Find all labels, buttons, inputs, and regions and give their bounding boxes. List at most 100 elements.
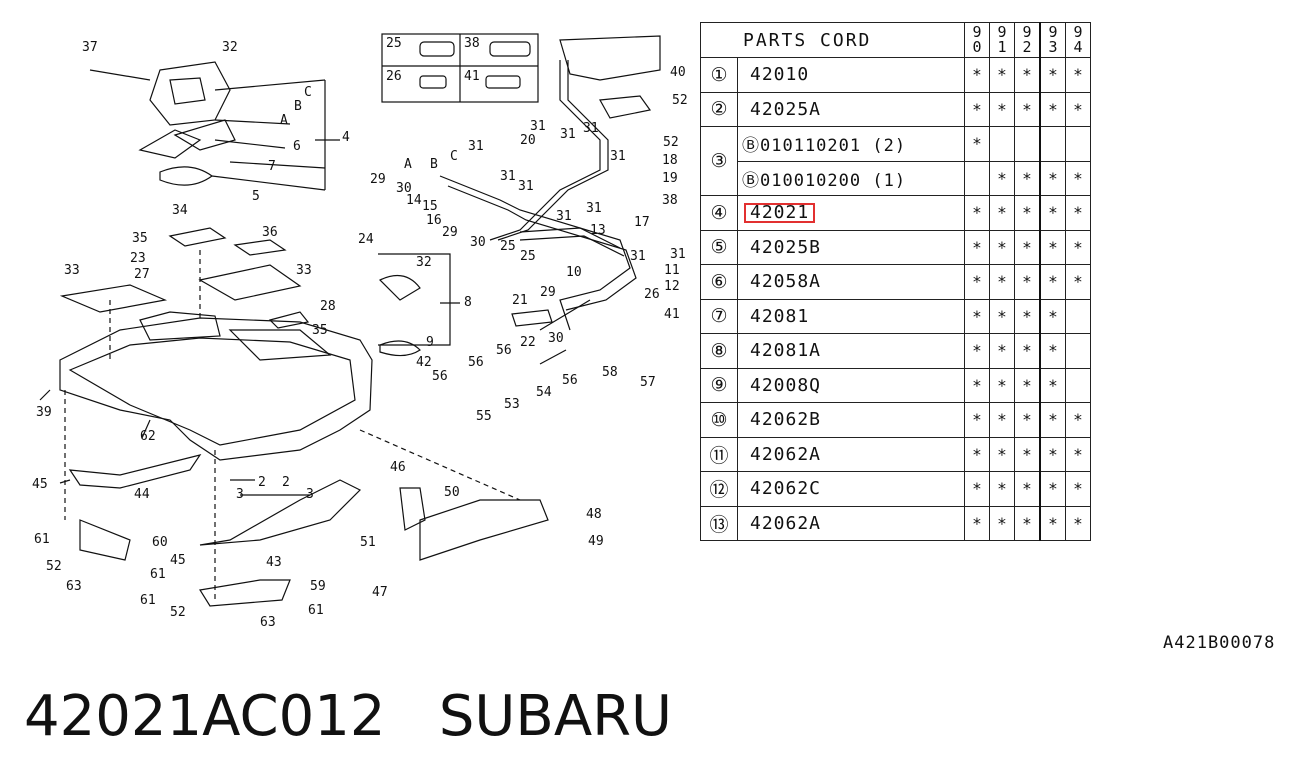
svg-text:61: 61 xyxy=(34,532,50,547)
year-mark xyxy=(1065,298,1091,334)
year-mark xyxy=(1065,126,1091,162)
svg-text:19: 19 xyxy=(662,171,678,186)
part-code: 42081 xyxy=(737,298,965,334)
table-title: PARTS CORD xyxy=(700,22,965,58)
svg-text:31: 31 xyxy=(630,249,646,264)
svg-text:49: 49 xyxy=(588,534,604,549)
year-mark: * xyxy=(989,57,1015,93)
svg-text:33: 33 xyxy=(296,263,312,278)
svg-text:52: 52 xyxy=(170,605,186,620)
row-index: ③ xyxy=(700,126,738,196)
part-code: Ⓑ010110201 (2) xyxy=(737,126,965,162)
svg-text:63: 63 xyxy=(66,579,82,594)
svg-text:33: 33 xyxy=(64,263,80,278)
year-mark: * xyxy=(1014,91,1041,127)
svg-text:61: 61 xyxy=(308,603,324,618)
year-mark: * xyxy=(1014,160,1041,196)
svg-text:53: 53 xyxy=(504,397,520,412)
year-mark: * xyxy=(989,333,1015,369)
part-code: 42010 xyxy=(737,57,965,93)
year-mark: * xyxy=(964,195,990,231)
part-code: 42062C xyxy=(737,471,965,507)
svg-text:38: 38 xyxy=(662,193,678,208)
year-mark: * xyxy=(1039,333,1066,369)
svg-text:31: 31 xyxy=(610,149,626,164)
svg-text:6: 6 xyxy=(293,139,301,154)
svg-text:50: 50 xyxy=(444,485,460,500)
svg-text:8: 8 xyxy=(464,295,472,310)
year-mark: * xyxy=(1039,160,1066,196)
svg-text:47: 47 xyxy=(372,585,388,600)
svg-text:38: 38 xyxy=(464,36,480,51)
svg-text:41: 41 xyxy=(464,69,480,84)
svg-text:29: 29 xyxy=(540,285,556,300)
part-code: 42062B xyxy=(737,402,965,438)
svg-text:56: 56 xyxy=(468,355,484,370)
svg-text:61: 61 xyxy=(150,567,166,582)
year-mark: * xyxy=(1065,160,1091,196)
svg-text:A: A xyxy=(404,157,412,172)
svg-text:23: 23 xyxy=(130,251,146,266)
year-mark: * xyxy=(964,367,990,403)
year-mark: * xyxy=(1014,298,1041,334)
part-code: 42025B xyxy=(737,229,965,265)
year-mark: * xyxy=(1065,195,1091,231)
year-mark: * xyxy=(964,298,990,334)
year-mark: * xyxy=(964,505,990,541)
svg-text:3: 3 xyxy=(236,487,244,502)
year-mark: * xyxy=(964,333,990,369)
year-mark: * xyxy=(1065,57,1091,93)
year-mark: * xyxy=(989,195,1015,231)
year-mark xyxy=(1065,333,1091,369)
svg-text:63: 63 xyxy=(260,615,276,630)
row-index: ⑨ xyxy=(700,367,738,403)
year-mark: * xyxy=(1065,505,1091,541)
year-mark: * xyxy=(1014,505,1041,541)
year-mark: * xyxy=(1039,367,1066,403)
svg-text:14: 14 xyxy=(406,193,422,208)
year-mark: * xyxy=(1014,264,1041,300)
svg-text:31: 31 xyxy=(560,127,576,142)
svg-text:5: 5 xyxy=(252,189,260,204)
svg-text:30: 30 xyxy=(396,181,412,196)
svg-text:25: 25 xyxy=(386,36,402,51)
svg-text:18: 18 xyxy=(662,153,678,168)
svg-text:3: 3 xyxy=(306,487,314,502)
year-mark: * xyxy=(1014,333,1041,369)
svg-text:35: 35 xyxy=(132,231,148,246)
svg-text:31: 31 xyxy=(500,169,516,184)
year-mark: * xyxy=(989,298,1015,334)
svg-text:37: 37 xyxy=(82,40,98,55)
year-mark: * xyxy=(989,471,1015,507)
row-index: ④ xyxy=(700,195,738,231)
year-mark: * xyxy=(1014,471,1041,507)
svg-text:55: 55 xyxy=(476,409,492,424)
row-index: ⑧ xyxy=(700,333,738,369)
svg-text:25: 25 xyxy=(520,249,536,264)
svg-text:B: B xyxy=(430,157,438,172)
year-mark: * xyxy=(1039,91,1066,127)
year-mark: * xyxy=(964,471,990,507)
year-mark: * xyxy=(1039,229,1066,265)
svg-text:17: 17 xyxy=(634,215,650,230)
svg-text:56: 56 xyxy=(432,369,448,384)
svg-text:52: 52 xyxy=(672,93,688,108)
svg-text:13: 13 xyxy=(590,223,606,238)
svg-text:2: 2 xyxy=(282,475,290,490)
year-mark: * xyxy=(1065,264,1091,300)
part-code: 42081A xyxy=(737,333,965,369)
part-code: 42062A xyxy=(737,436,965,472)
svg-text:B: B xyxy=(294,99,302,114)
svg-text:54: 54 xyxy=(536,385,552,400)
